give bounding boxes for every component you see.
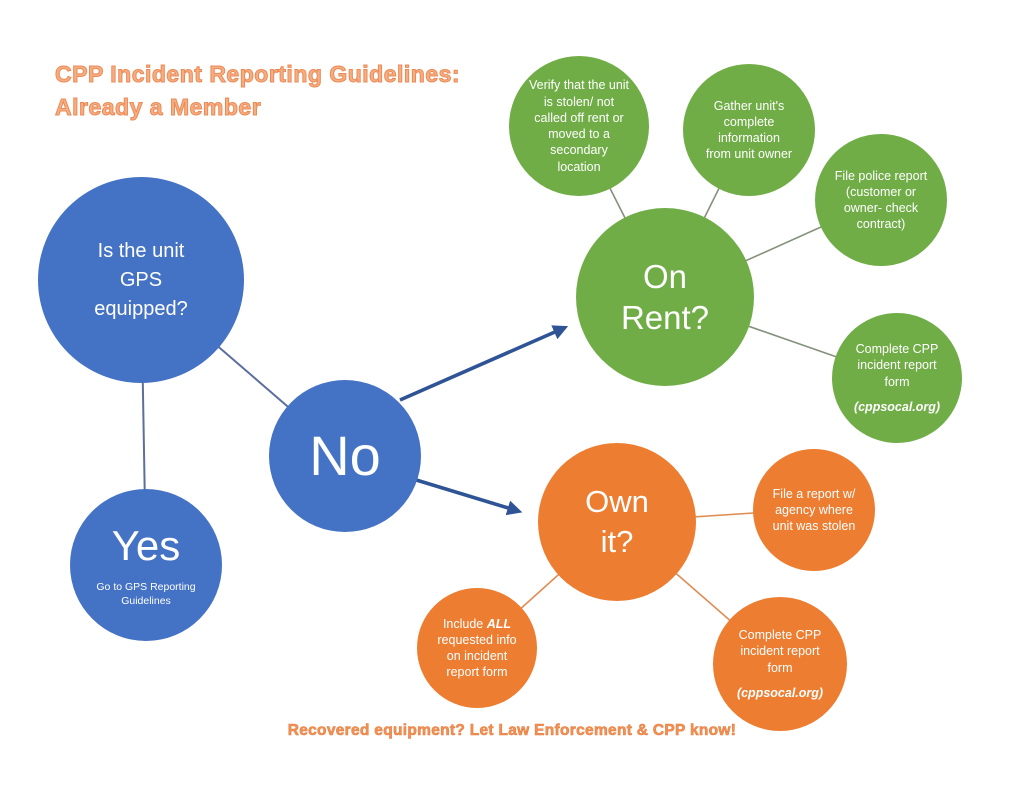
own-it-line2: it?	[600, 524, 634, 559]
node-verify-label: Verify that the unit is stolen/ not call…	[528, 78, 630, 174]
on-rent-line1: On	[642, 257, 688, 295]
node-complete-cpp-own-content: Complete CPP incident report form (cppso…	[729, 627, 831, 701]
on-rent-line2: Rent?	[620, 299, 710, 336]
node-own-it: Own it?	[538, 443, 696, 601]
complete-rent-label: Complete CPP incident report form	[855, 342, 939, 389]
footer-note: Recovered equipment? Let Law Enforcement…	[287, 722, 737, 740]
node-police-label: File police report (customer or owner- c…	[834, 168, 928, 232]
page-title-line1: CPP Incident Reporting Guidelines:	[54, 61, 461, 88]
include-all-pre: Include	[442, 616, 484, 631]
complete-rent-site: (cppsocal.org)	[853, 399, 941, 414]
node-gather-label: Gather unit's complete information from …	[705, 98, 793, 162]
node-complete-cpp-own: Complete CPP incident report form (cppso…	[713, 597, 847, 731]
node-no: No	[269, 380, 421, 532]
node-file-agency-label: File a report w/ agency where unit was s…	[772, 486, 856, 534]
node-own-it-label: Own it?	[585, 482, 649, 563]
arrow-no-onrent	[399, 325, 569, 402]
complete-own-site: (cppsocal.org)	[736, 685, 824, 700]
node-include-all: Include ALL requested info on incident r…	[417, 588, 537, 708]
node-complete-cpp-rent: Complete CPP incident report form (cppso…	[832, 313, 962, 443]
node-file-agency: File a report w/ agency where unit was s…	[753, 449, 875, 571]
own-it-line1: Own	[585, 483, 649, 519]
gps-line2: GPS	[119, 268, 163, 291]
node-verify-stolen: Verify that the unit is stolen/ not call…	[509, 56, 649, 196]
gps-line3: equipped?	[94, 297, 188, 320]
gps-line1: Is the unit	[97, 239, 185, 262]
node-no-label: No	[309, 423, 381, 487]
arrow-no-ownit	[412, 477, 523, 516]
node-complete-cpp-rent-content: Complete CPP incident report form (cppso…	[846, 341, 948, 415]
page-title-line2: Already a Member	[54, 94, 262, 121]
node-yes-sublabel: Go to GPS Reporting Guidelines	[96, 580, 196, 608]
node-include-all-label: Include ALL requested info on incident r…	[435, 616, 519, 681]
node-gather-info: Gather unit's complete information from …	[683, 64, 815, 196]
node-police-report: File police report (customer or owner- c…	[815, 134, 947, 266]
include-all-emph: ALL	[486, 616, 512, 631]
page-title: CPP Incident Reporting Guidelines: Alread…	[54, 58, 461, 125]
node-yes-content: Yes Go to GPS Reporting Guidelines	[90, 522, 202, 609]
node-yes: Yes Go to GPS Reporting Guidelines	[70, 489, 222, 641]
complete-own-label: Complete CPP incident report form	[738, 628, 822, 675]
include-all-post: requested info on incident report form	[437, 632, 517, 680]
node-yes-label: Yes	[111, 521, 181, 569]
